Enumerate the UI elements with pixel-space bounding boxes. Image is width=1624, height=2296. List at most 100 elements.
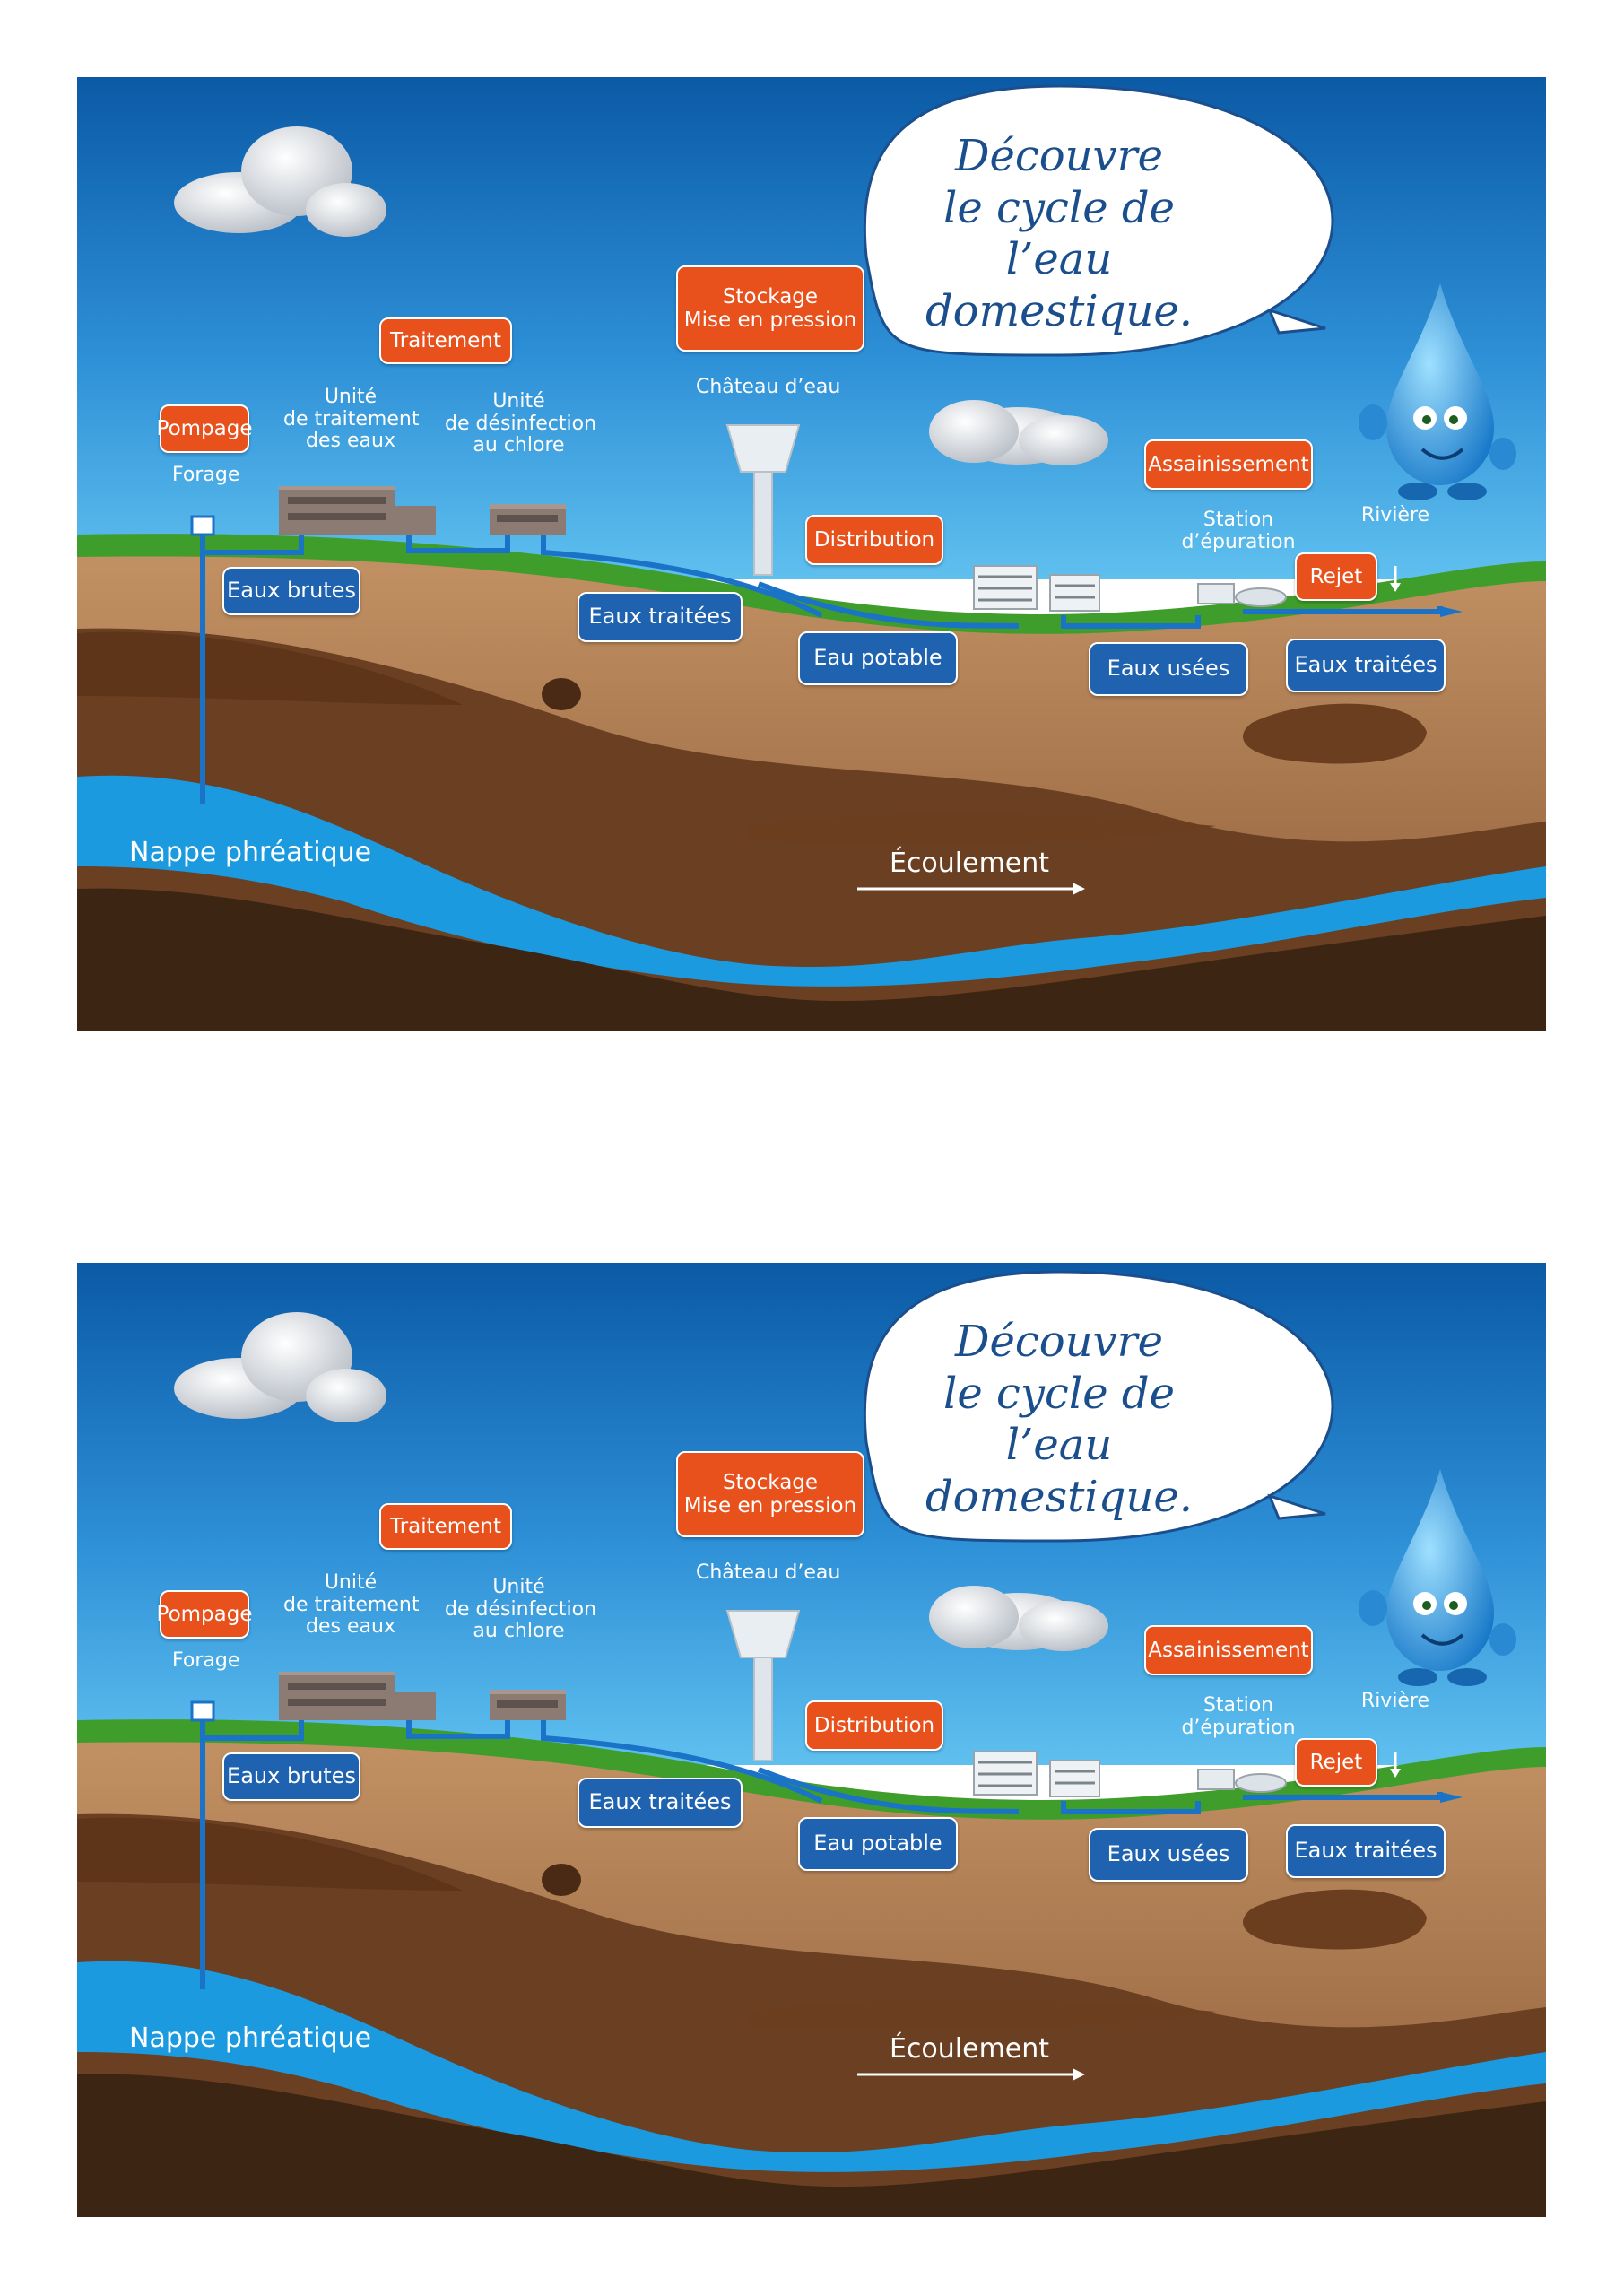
label-chateau: Château d’eau (696, 1561, 841, 1584)
soil-lens-2 (750, 1999, 1216, 2030)
label-line: Unité (492, 390, 545, 413)
diagram-panel-top: Découvre le cycle de l’eau domestique. P… (77, 77, 1546, 1031)
speech-bubble (863, 1270, 1334, 1543)
wastewater-plant (1197, 1769, 1287, 1793)
label-line: au chlore (473, 434, 565, 457)
label-line: de désinfection (445, 1597, 597, 1621)
well-head-icon (190, 1700, 215, 1722)
label-line: des eaux (306, 1615, 395, 1639)
deep-soil (77, 888, 1546, 1031)
soil-lens (1243, 703, 1427, 764)
water-tower (725, 1610, 801, 1761)
tag-eaux-traitees: Eaux traitées (578, 592, 743, 642)
bubble-line: Découvre (954, 1317, 1164, 1367)
label-line: Station (1203, 1694, 1274, 1717)
label-forage: Forage (172, 1649, 240, 1672)
bubble-line: l’eau domestique. (925, 1420, 1194, 1522)
tag-eaux-usees: Eaux usées (1089, 1828, 1248, 1882)
soil-band (77, 1817, 463, 1891)
cloud-icon (174, 126, 386, 237)
tag-eaux-traitees-2: Eaux traitées (1286, 639, 1446, 692)
water-drop-mascot (1359, 1469, 1516, 1686)
water-drop-mascot (1359, 283, 1516, 500)
groundwater (77, 775, 1546, 987)
tag-stockage-line2: Mise en pression (683, 1494, 857, 1518)
tag-stockage-line2: Mise en pression (683, 309, 857, 332)
bubble-line: l’eau domestique. (925, 234, 1194, 336)
cloud-icon (929, 1586, 1108, 1651)
tag-rejet: Rejet (1295, 1738, 1377, 1787)
grass (77, 1719, 1546, 1820)
bubble-line: le cycle de (942, 1368, 1176, 1419)
tag-eaux-traitees-2: Eaux traitées (1286, 1824, 1446, 1878)
label-line: Unité (492, 1576, 545, 1598)
label-line: Station (1203, 509, 1274, 531)
tag-traitement: Traitement (379, 317, 512, 364)
label-ecoulement: Écoulement (889, 2033, 1050, 2065)
disinfection-building (490, 1690, 566, 1720)
label-nappe: Nappe phréatique (129, 837, 372, 868)
tag-assainissement: Assainissement (1144, 1625, 1313, 1675)
water-tower (725, 424, 801, 576)
cloud-icon (929, 400, 1108, 465)
label-line: de traitement (283, 1593, 420, 1616)
tag-eaux-traitees: Eaux traitées (578, 1778, 743, 1828)
grass (77, 534, 1546, 634)
cloud-icon (174, 1312, 386, 1422)
diagram-panel-bottom: Découvre le cycle de l’eau domestique. P… (77, 1263, 1546, 2217)
label-station: Station d’épuration (1171, 509, 1306, 553)
outlet-arrow-icon (1440, 1792, 1463, 1803)
label-line: d’épuration (1181, 530, 1296, 553)
tag-traitement: Traitement (379, 1503, 512, 1550)
speech-bubble (863, 84, 1334, 357)
label-unite-traitement: Unité de traitement des eaux (283, 1571, 420, 1639)
soil-lens-2 (750, 813, 1216, 844)
label-chateau: Château d’eau (696, 376, 841, 398)
tag-eau-potable: Eau potable (798, 631, 958, 685)
treatment-building (279, 486, 436, 535)
town-buildings (973, 1751, 1100, 1797)
landscape-scene (77, 77, 1546, 1031)
tag-pompage: Pompage (157, 404, 253, 453)
tag-pompage: Pompage (157, 1590, 253, 1639)
tag-stockage-line1: Stockage (722, 284, 819, 309)
tag-eaux-usees: Eaux usées (1089, 642, 1248, 696)
label-line: d’épuration (1181, 1716, 1296, 1739)
town-buildings (973, 565, 1100, 612)
label-unite-desinfection: Unité de désinfection au chlore (445, 1576, 597, 1643)
bubble-line: Découvre (954, 131, 1164, 181)
tag-rejet: Rejet (1295, 552, 1377, 601)
rock (542, 678, 581, 710)
pipe-network (200, 535, 1443, 804)
tag-distribution: Distribution (805, 515, 943, 565)
label-line: de désinfection (445, 412, 597, 435)
label-nappe: Nappe phréatique (129, 2022, 372, 2054)
outlet-arrow-icon (1440, 606, 1463, 617)
label-line: au chlore (473, 1620, 565, 1643)
groundwater (77, 1961, 1546, 2172)
rock (542, 1864, 581, 1896)
label-forage: Forage (172, 464, 240, 486)
tag-stockage: Stockage Mise en pression (676, 1451, 864, 1537)
disinfection-building (490, 504, 566, 535)
tag-stockage-line1: Stockage (722, 1470, 819, 1494)
tag-eaux-brutes: Eaux brutes (222, 567, 360, 615)
tag-eau-potable: Eau potable (798, 1817, 958, 1871)
tag-eaux-brutes: Eaux brutes (222, 1752, 360, 1801)
bubble-title: Découvre le cycle de l’eau domestique. (880, 131, 1238, 337)
label-station: Station d’épuration (1171, 1694, 1306, 1739)
soil-band (77, 631, 463, 705)
well-head-icon (190, 515, 215, 536)
label-riviere: Rivière (1360, 1690, 1430, 1712)
label-ecoulement: Écoulement (889, 848, 1050, 879)
bubble-line: le cycle de (942, 182, 1176, 233)
label-line: des eaux (306, 430, 395, 453)
tag-stockage: Stockage Mise en pression (676, 265, 864, 352)
label-line: Unité (324, 1571, 378, 1594)
soil-lens (1243, 1889, 1427, 1950)
tag-distribution: Distribution (805, 1700, 943, 1751)
label-line: Unité (324, 386, 378, 408)
label-unite-traitement: Unité de traitement des eaux (283, 386, 419, 453)
tag-assainissement: Assainissement (1144, 439, 1313, 490)
deep-soil (77, 2074, 1546, 2217)
